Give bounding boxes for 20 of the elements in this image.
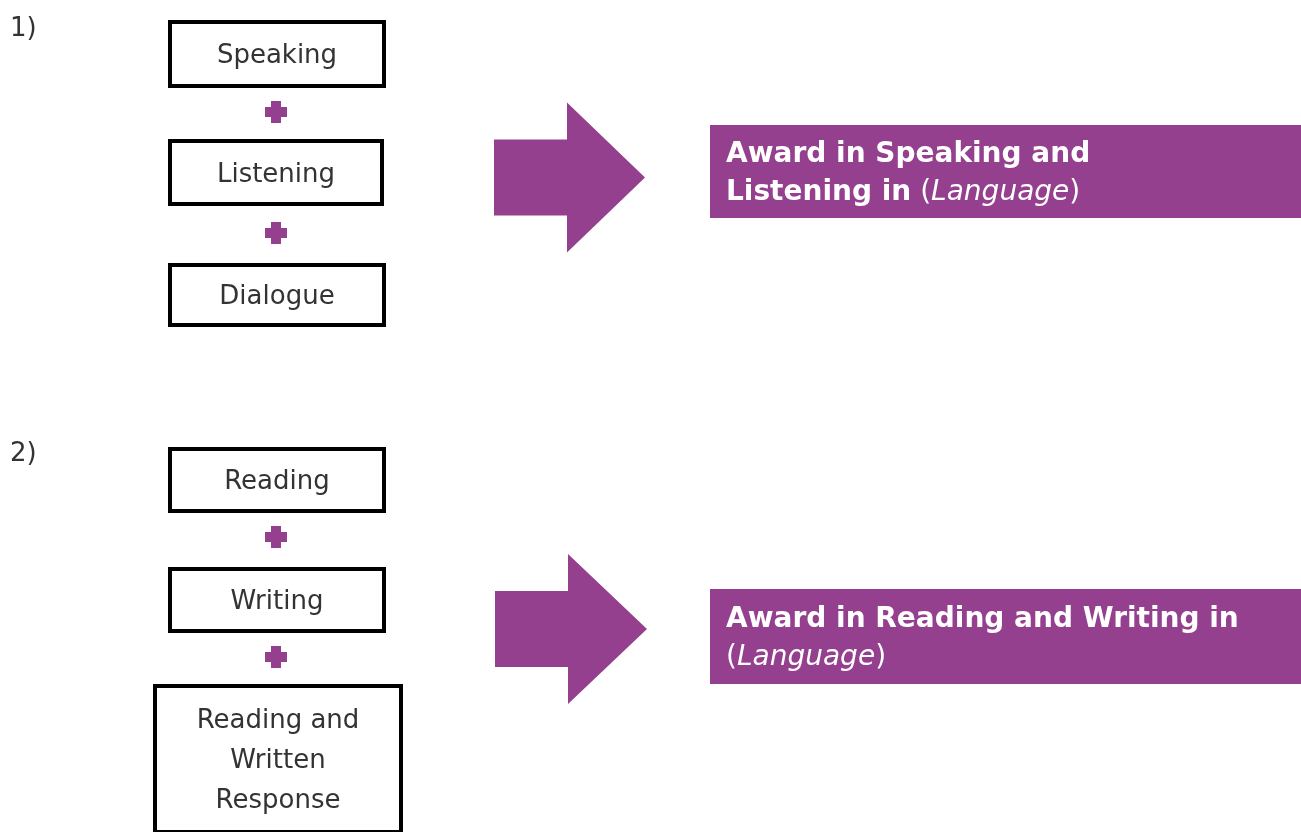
skill-label: Writing bbox=[229, 584, 325, 617]
skill-label: Reading and Written Response bbox=[195, 703, 361, 816]
award-title: Award in Speaking and Listening in (Language) bbox=[726, 134, 1092, 209]
skill-label: Speaking bbox=[215, 38, 339, 71]
award-box bbox=[710, 589, 1301, 684]
section-number: 2) bbox=[10, 439, 37, 465]
skill-label: Listening bbox=[215, 156, 337, 190]
block-arrow bbox=[494, 102, 645, 253]
skill-box bbox=[168, 139, 384, 206]
skill-label: Reading bbox=[223, 464, 331, 497]
skill-label: Dialogue bbox=[218, 279, 336, 312]
skill-box bbox=[168, 263, 386, 327]
skill-box bbox=[168, 567, 386, 633]
award-title: Award in Reading and Writing in (Language) bbox=[726, 599, 1240, 674]
block-arrow bbox=[495, 554, 647, 704]
skill-box bbox=[153, 684, 403, 832]
award-box bbox=[710, 125, 1301, 218]
skill-box bbox=[168, 20, 386, 88]
skill-box bbox=[168, 447, 386, 513]
section-number: 1) bbox=[10, 14, 37, 40]
